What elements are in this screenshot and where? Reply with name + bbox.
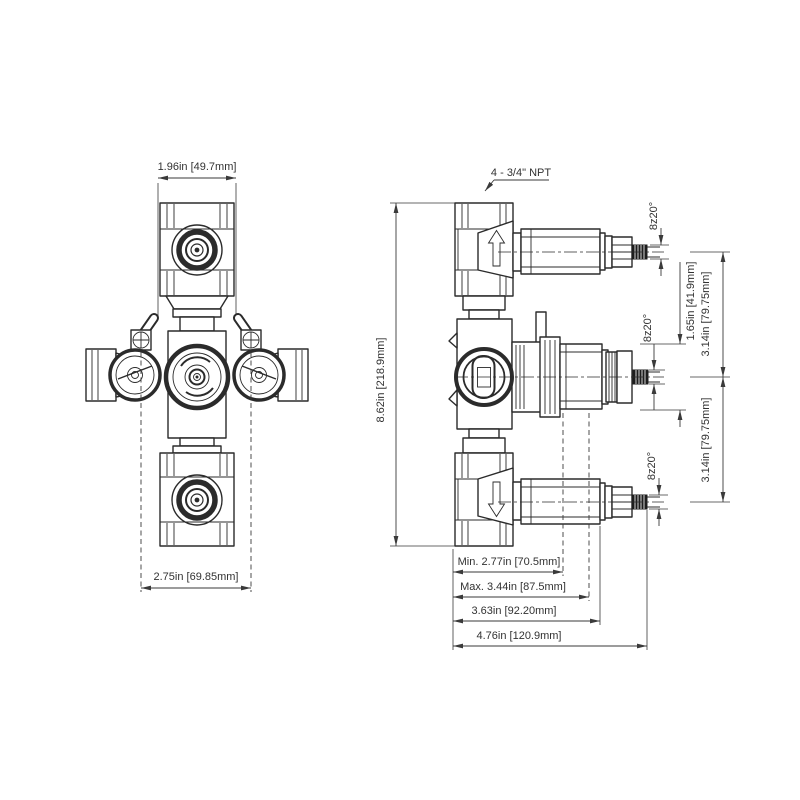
front-right-dial bbox=[232, 348, 286, 402]
spline-bottom-label: 8z20° bbox=[646, 452, 658, 480]
spline-top-label: 8z20° bbox=[648, 202, 660, 230]
side-top-cartridge bbox=[498, 228, 664, 275]
dim-spline-middle: 8z20° bbox=[642, 314, 665, 410]
dim-front-bottom-width: 2.75in [69.85mm] bbox=[140, 352, 252, 592]
dim-spline-bottom: 8z20° bbox=[646, 452, 668, 526]
depth-max-label: Max. 3.44in [87.5mm] bbox=[460, 581, 566, 593]
dim-spline-top: 8z20° bbox=[648, 202, 669, 276]
port-spacing-lower-label: 3.14in [79.75mm] bbox=[700, 398, 712, 483]
side-center-body bbox=[448, 311, 664, 454]
depth-min-label: Min. 2.77in [70.5mm] bbox=[458, 556, 561, 568]
spline-middle-label: 8z20° bbox=[642, 314, 654, 342]
depth-overall-label: 4.76in [120.9mm] bbox=[477, 630, 562, 642]
cartridge-height-label: 1.65in [41.9mm] bbox=[685, 262, 697, 341]
flow-down-arrow bbox=[487, 481, 506, 518]
front-center-cartridge bbox=[163, 343, 231, 411]
side-view: 4 - 3/4" NPT 8.62in [218.9mm] bbox=[375, 167, 730, 650]
side-top-valve bbox=[454, 202, 514, 320]
dim-front-top-width: 1.96in [49.7mm] bbox=[158, 161, 237, 316]
dim-overall-height: 8.62in [218.9mm] bbox=[375, 202, 455, 547]
front-top-port bbox=[159, 202, 235, 332]
depth-body-label: 3.63in [92.20mm] bbox=[472, 605, 557, 617]
side-bottom-cartridge bbox=[498, 478, 664, 525]
front-top-width-label: 1.96in [49.7mm] bbox=[158, 161, 237, 173]
npt-callout: 4 - 3/4" NPT bbox=[484, 167, 551, 192]
dim-cartridge-height: 1.65in [41.9mm] bbox=[640, 262, 697, 427]
side-bottom-valve bbox=[454, 452, 514, 547]
port-spacing-upper-label: 3.14in [79.75mm] bbox=[700, 272, 712, 357]
front-bottom-port bbox=[159, 437, 235, 547]
npt-label: 4 - 3/4" NPT bbox=[491, 167, 551, 179]
front-view: 1.96in [49.7mm] bbox=[85, 161, 309, 592]
overall-height-label: 8.62in [218.9mm] bbox=[375, 338, 387, 423]
front-left-dial bbox=[108, 348, 162, 402]
dim-port-spacing: 3.14in [79.75mm] 3.14in [79.75mm] bbox=[690, 251, 730, 503]
front-right-lever bbox=[233, 313, 262, 351]
front-bottom-width-label: 2.75in [69.85mm] bbox=[154, 571, 239, 583]
flow-up-arrow bbox=[487, 229, 506, 267]
dim-depth-stack: Min. 2.77in [70.5mm] Max. 3.44in [87.5mm… bbox=[452, 413, 648, 650]
front-left-lever bbox=[130, 313, 159, 351]
